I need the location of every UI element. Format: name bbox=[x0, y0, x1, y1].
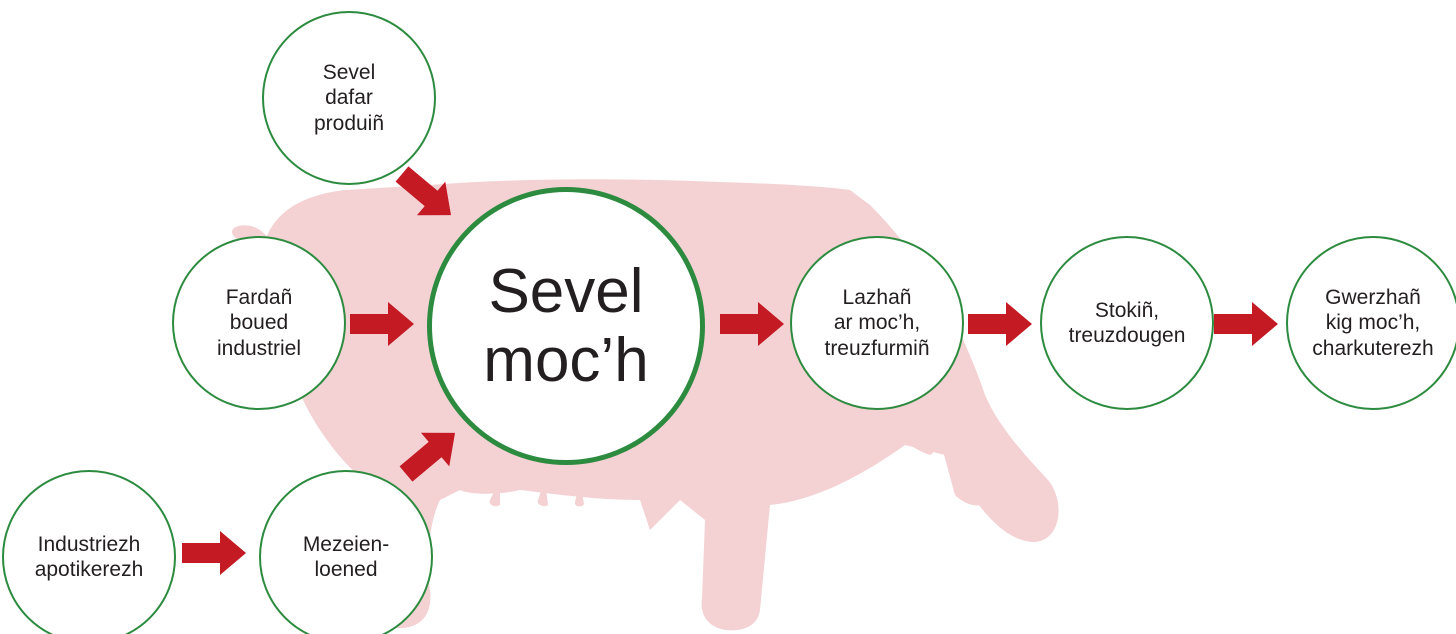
node-gwerzhan: Gwerzhañ kig moc’h, charkuterezh bbox=[1286, 236, 1456, 410]
node-label: Gwerzhañ kig moc’h, charkuterezh bbox=[1312, 285, 1433, 361]
arrow-right-icon bbox=[350, 302, 414, 346]
node-label: Lazhañ ar moc’h, treuzfurmiñ bbox=[824, 285, 929, 361]
node-stokin: Stokiñ, treuzdougen bbox=[1040, 236, 1214, 410]
node-industriezh-apotikerezh: Industriezh apotikerezh bbox=[2, 470, 176, 634]
node-label: Stokiñ, treuzdougen bbox=[1069, 298, 1186, 348]
node-label: Mezeien- loened bbox=[303, 532, 389, 582]
arrow-right-icon bbox=[720, 302, 784, 346]
node-fardan-boued: Fardañ boued industriel bbox=[172, 236, 346, 410]
arrow-right-icon bbox=[182, 531, 246, 575]
node-label: Sevel dafar produiñ bbox=[314, 60, 384, 136]
node-label: Industriezh apotikerezh bbox=[35, 532, 144, 582]
node-label: Fardañ boued industriel bbox=[217, 285, 301, 361]
arrow-right-icon bbox=[968, 302, 1032, 346]
arrow-right-icon bbox=[1214, 302, 1278, 346]
node-sevel-moch-center: Sevel moc’h bbox=[427, 187, 705, 465]
node-sevel-dafar: Sevel dafar produiñ bbox=[262, 11, 436, 185]
arrow-right-icon bbox=[392, 416, 469, 491]
center-label: Sevel moc’h bbox=[483, 257, 648, 396]
node-mezeien-loened: Mezeien- loened bbox=[259, 470, 433, 634]
node-lazhan: Lazhañ ar moc’h, treuzfurmiñ bbox=[790, 236, 964, 410]
